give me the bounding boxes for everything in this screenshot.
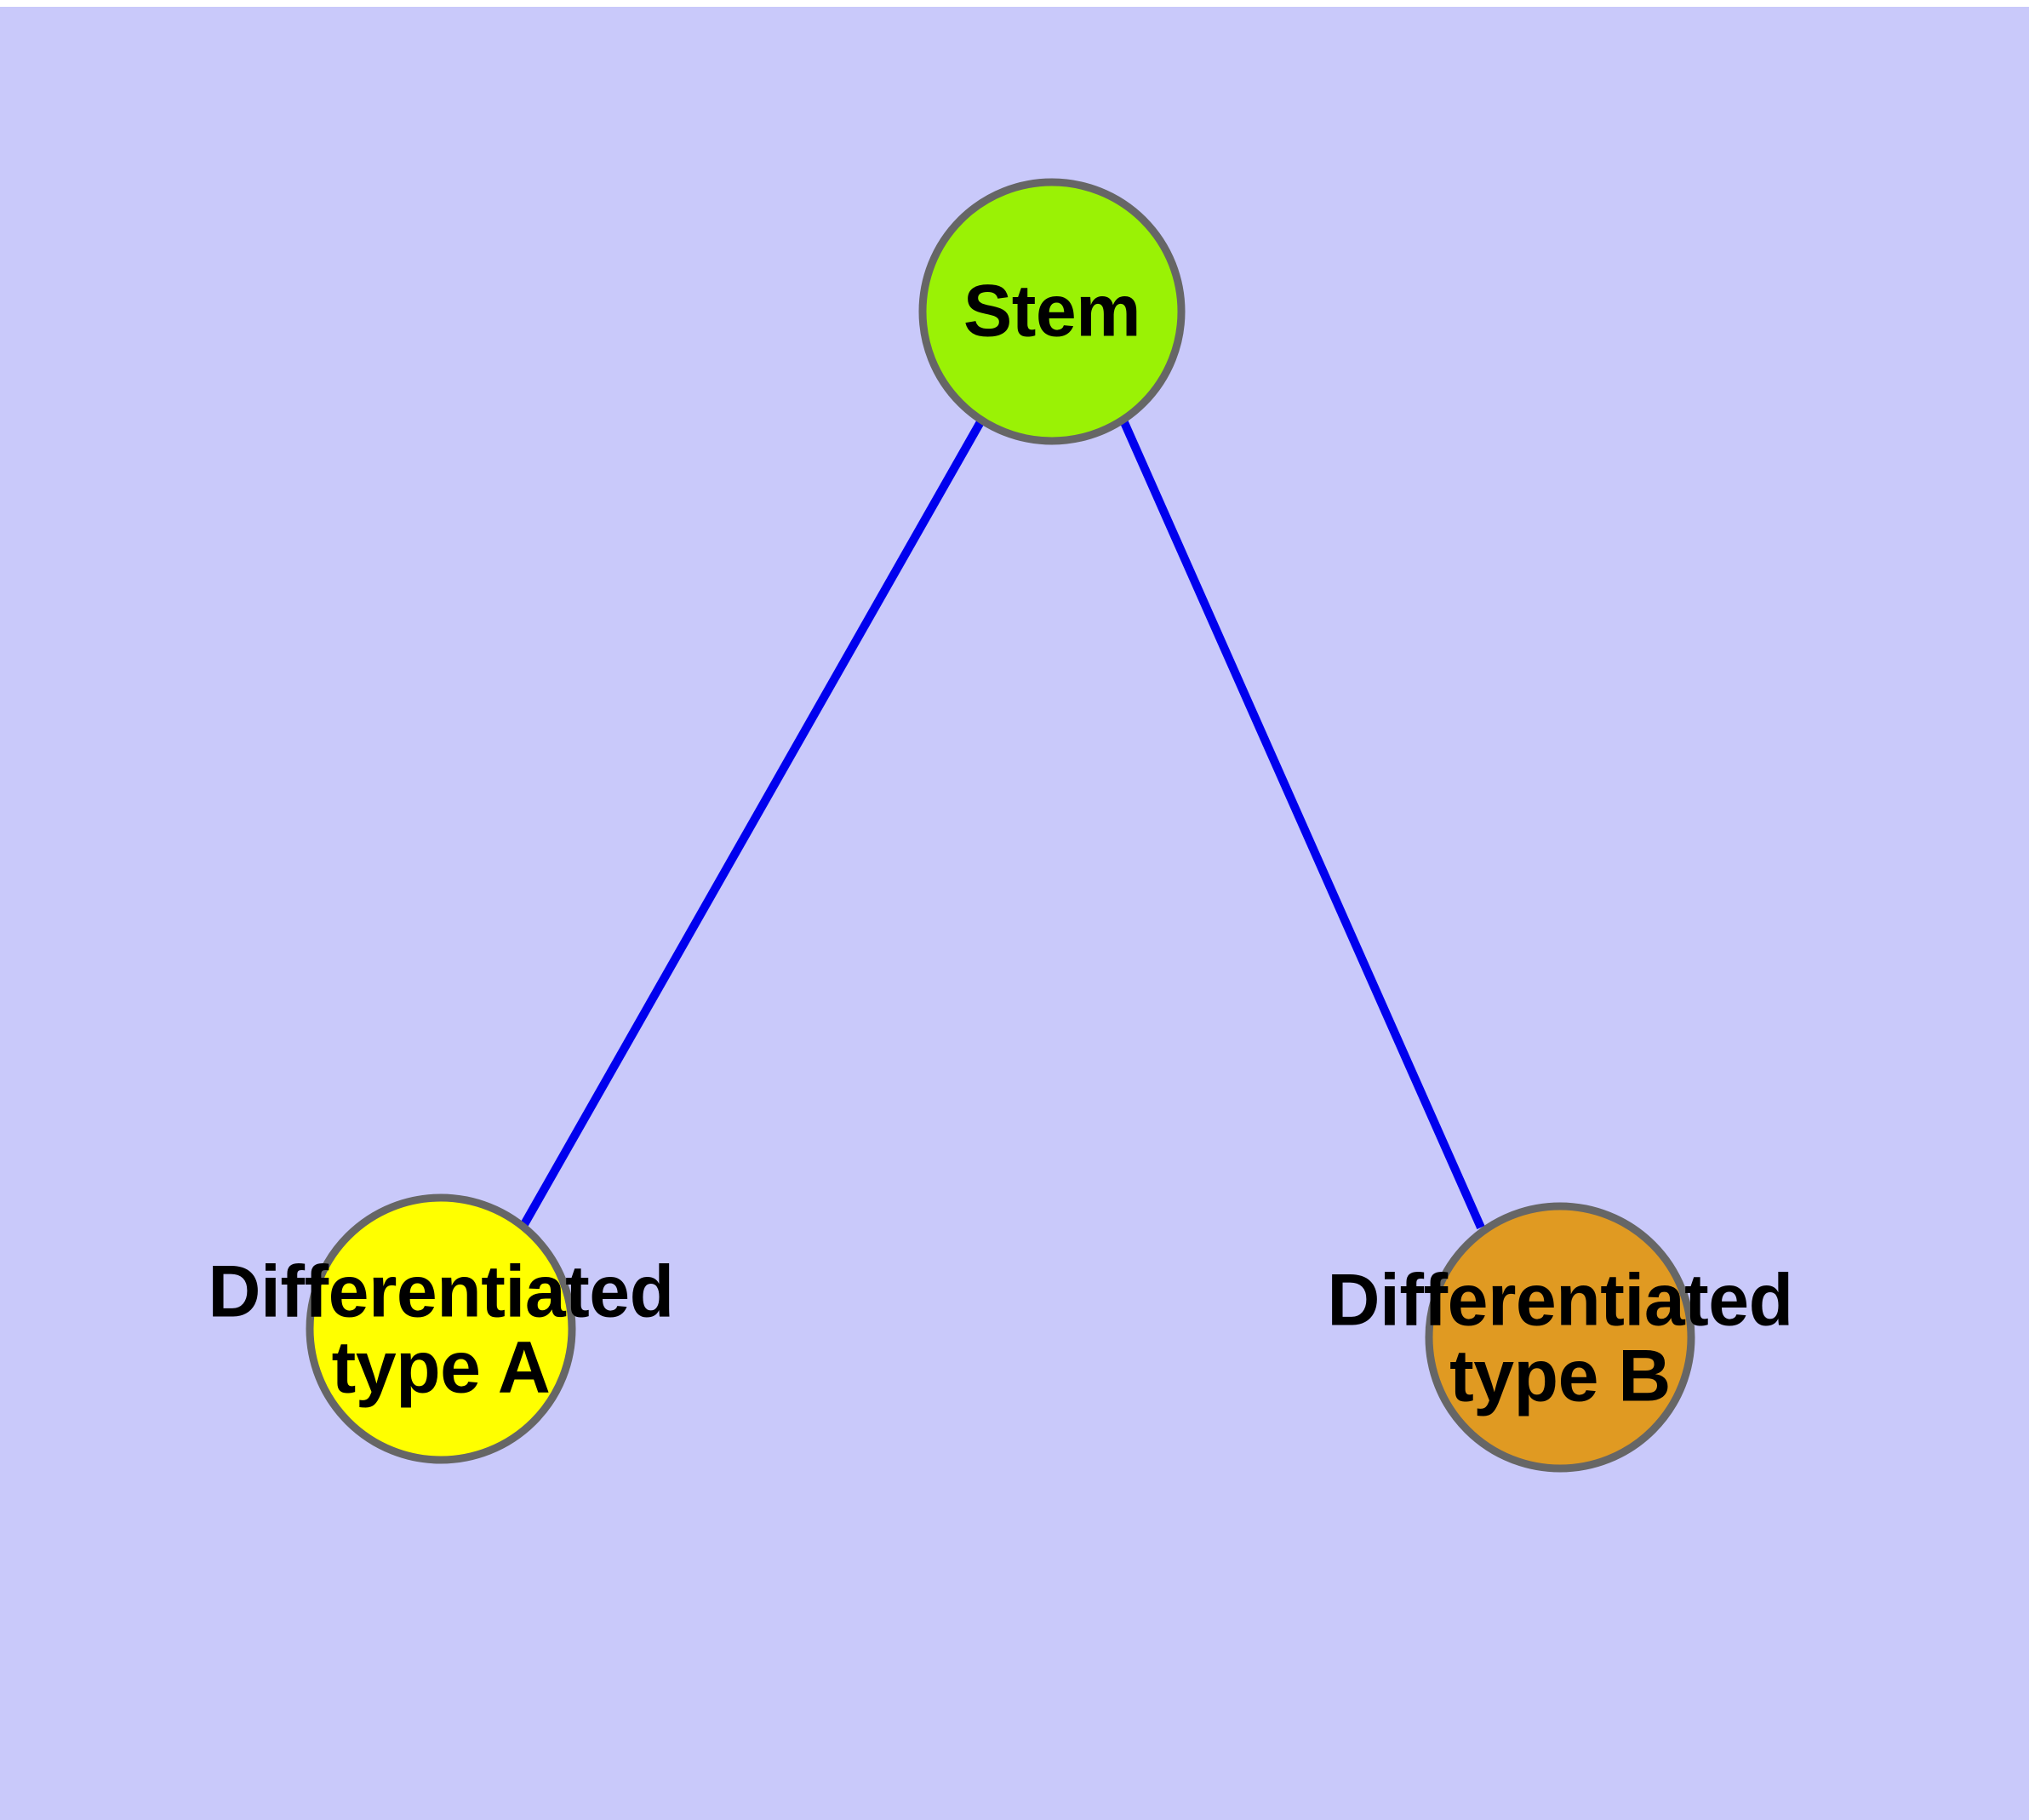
- node-group: [306, 178, 1695, 1473]
- node-differentiated-type-a[interactable]: [306, 1193, 576, 1464]
- edge-stem-to-differentiated-type-b[interactable]: [1119, 418, 1485, 1230]
- node-differentiated-type-b[interactable]: [1425, 1202, 1695, 1473]
- edge-stem-to-differentiated-type-a[interactable]: [519, 418, 986, 1228]
- edge-group: [519, 418, 1485, 1230]
- node-stem[interactable]: [918, 178, 1186, 445]
